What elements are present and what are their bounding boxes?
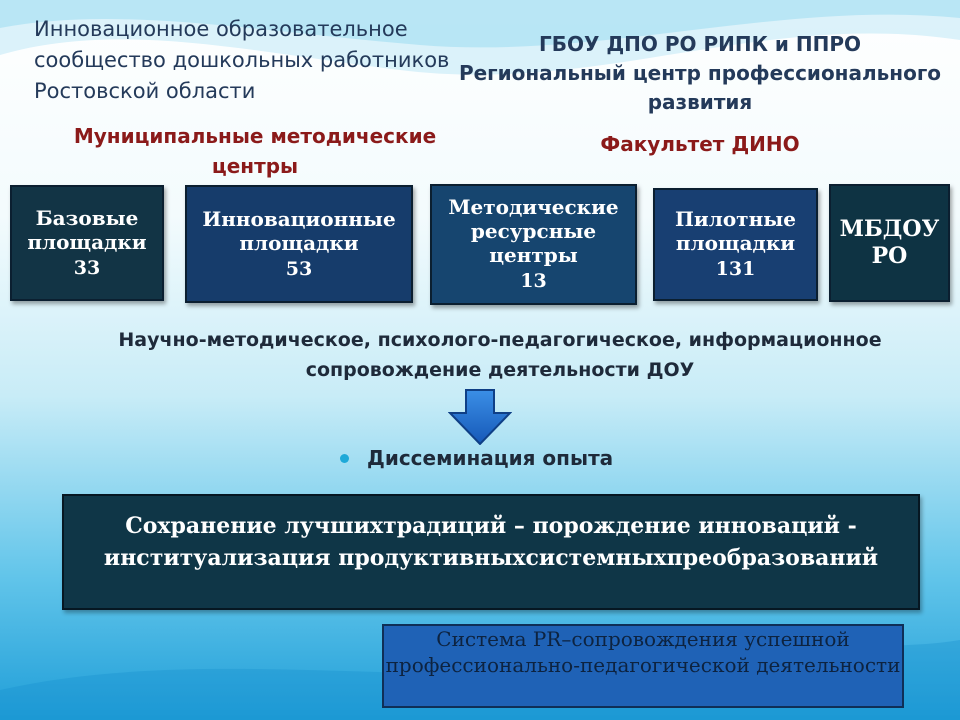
resource-centers-title: Методические ресурсные центры [448,195,619,267]
municipal-centers-label: Муниципальные методические центры [73,124,437,178]
mbdou-box: МБДОУ РО [829,184,950,302]
institute-header: ГБОУ ДПО РО РИПК и ППРО Региональный цен… [440,30,960,117]
pilot-sites-title: Пилотные площадки [675,207,796,255]
base-sites-count: 33 [73,256,101,279]
faculty-label: Факультет ДИНО [600,132,800,156]
base-sites-title: Базовые площадки [27,205,147,254]
pilot-sites-box: Пилотные площадки 131 [653,188,818,301]
innovation-sites-count: 53 [285,257,313,280]
resource-centers-count: 13 [520,270,547,292]
traditions-innovation-box: Сохранение лучшихтрадиций – порождение и… [62,494,920,610]
bullet-icon [340,453,349,463]
pr-support-box: Система PR–сопровождения успешной профес… [382,624,904,708]
innovation-sites-title: Инновационные площадки [202,206,396,255]
dissemination-label: Диссеминация опыта [367,446,614,470]
pilot-sites-count: 131 [715,258,756,280]
institute-name: ГБОУ ДПО РО РИПК и ППРО [538,32,862,56]
down-arrow-icon [448,389,512,445]
mbdou-title: МБДОУ РО [839,216,940,269]
base-sites-box: Базовые площадки 33 [10,185,164,301]
dissemination-item: Диссеминация опыта [340,446,613,470]
support-description: Научно-методическое, психолого-педагогич… [118,329,882,381]
regional-center-name: Региональный центр профессионального раз… [458,61,942,114]
innovation-sites-box: Инновационные площадки 53 [185,185,413,303]
resource-centers-box: Методические ресурсные центры 13 [430,184,637,305]
community-title: Инновационное образовательное сообщество… [34,17,450,103]
